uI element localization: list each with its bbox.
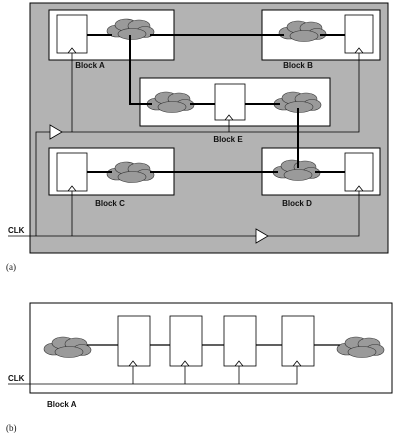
- pipeline-register-3: [223, 315, 257, 367]
- clock-network: [8, 53, 360, 244]
- pipeline-register-4: [281, 315, 315, 367]
- figure-a-caption: (a): [6, 262, 16, 272]
- pipeline-clock-notches: [128, 360, 302, 367]
- pipeline-clock-wires: [8, 366, 298, 385]
- clock-buffer-bottom: [255, 228, 269, 244]
- figure-b-block-label: Block A: [47, 400, 77, 409]
- block-c-label: Block C: [95, 199, 125, 208]
- block-a-label: Block A: [75, 61, 105, 70]
- block-b-register-clock-notch: [354, 47, 364, 54]
- block-e-register-clock-notch: [224, 114, 234, 121]
- block-d-register: [344, 152, 374, 192]
- clock-buffer-left: [49, 124, 63, 140]
- block-d-label: Block D: [282, 199, 312, 208]
- figure-b-clock-label: CLK: [8, 374, 25, 383]
- block-d-register-clock-notch: [354, 185, 364, 192]
- block-a-register: [56, 14, 88, 54]
- block-a-register-clock-notch: [67, 47, 77, 54]
- block-c-register-clock-notch: [67, 185, 77, 192]
- data-wires: [87, 34, 345, 173]
- block-e-label: Block E: [213, 135, 243, 144]
- block-e-register: [214, 83, 246, 121]
- block-c-register: [56, 152, 88, 192]
- figure-a-clock-label: CLK: [8, 226, 25, 235]
- figure-a: Block A Block B Block E Block C: [6, 2, 389, 272]
- block-b-label: Block B: [283, 61, 313, 70]
- pipeline-register-1: [117, 315, 151, 367]
- pipeline-register-2: [169, 315, 203, 367]
- block-b-register: [344, 14, 374, 54]
- figure-b: CLK Block A (b): [6, 302, 393, 433]
- figure-b-caption: (b): [6, 423, 17, 433]
